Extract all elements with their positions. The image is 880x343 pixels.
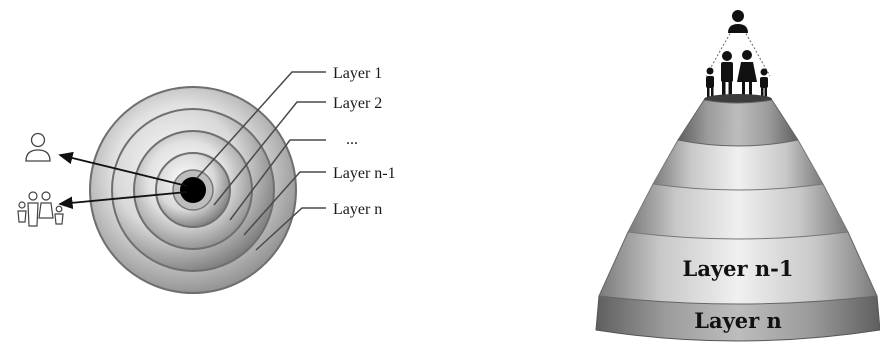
layer-label-ellipsis: ... <box>346 131 358 148</box>
leader-line-layer-n-1 <box>243 171 326 236</box>
cone-band-2 <box>652 139 824 191</box>
layer-label-n: Layer n <box>333 201 382 218</box>
leader-line-layer-2 <box>213 101 326 206</box>
cone-label-layer-n: Layer n <box>694 308 782 333</box>
single-person-icon <box>25 132 51 162</box>
layer-label-2: Layer 2 <box>333 95 382 112</box>
arrow-to-family <box>58 191 188 210</box>
family-group-icon <box>706 50 768 98</box>
layer-label-n-1: Layer n-1 <box>333 165 396 182</box>
center-dot <box>180 177 206 203</box>
cone-band-layer-n <box>595 295 880 342</box>
cone-band-layer-n-1 <box>598 231 878 305</box>
cone-apex-dotted-right <box>743 29 771 77</box>
cone-top-disk <box>704 94 772 104</box>
cone-diagram: Layer n-1 Layer n <box>595 10 880 342</box>
cone-band-1 <box>677 99 799 147</box>
family-icon <box>17 191 64 227</box>
concentric-rings-diagram: Layer 1 Layer 2 ... Layer n-1 Layer n <box>17 65 396 294</box>
leader-person-icon <box>728 10 748 33</box>
arrow-to-person <box>58 151 188 187</box>
layer-label-1: Layer 1 <box>333 65 382 82</box>
cone-band-3 <box>627 183 849 240</box>
leader-line-layer-n <box>255 207 326 251</box>
cone-label-layer-n-1: Layer n-1 <box>683 256 794 281</box>
leader-line-ellipsis <box>229 139 326 221</box>
leader-line-layer-1 <box>196 71 326 179</box>
